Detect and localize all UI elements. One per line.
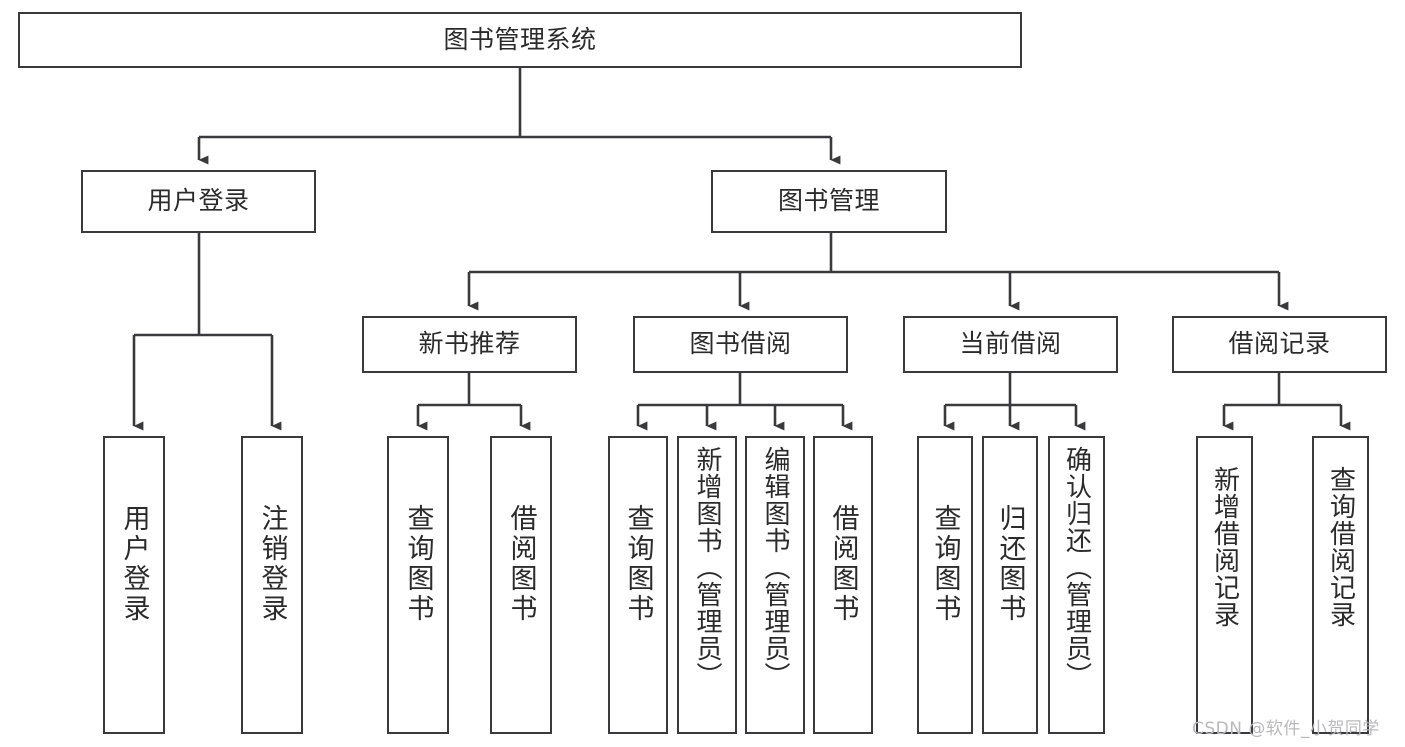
node-label: 借阅图书: [505, 504, 537, 624]
node-label: 新增借阅记录: [1209, 466, 1240, 628]
node-root-book-management-system[interactable]: 图书管理系统: [18, 12, 1022, 68]
node-book-management[interactable]: 图书管理: [711, 170, 947, 233]
node-label: 查询图书: [402, 504, 434, 624]
node-label: 用户登录: [118, 504, 150, 624]
node-borrowing-records[interactable]: 借阅记录: [1172, 316, 1387, 373]
leaf-borrow-books-newbook[interactable]: 借阅图书: [490, 436, 552, 734]
leaf-query-books-borrow[interactable]: 查询图书: [608, 436, 668, 734]
leaf-confirm-return-admin[interactable]: 确认归还（管理员）: [1048, 436, 1105, 734]
node-label: 注销登录: [256, 504, 288, 624]
watermark-text: CSDN @软件_小贺同学: [1192, 719, 1380, 739]
node-book-borrowing[interactable]: 图书借阅: [633, 316, 848, 373]
node-label: 图书借阅: [689, 329, 792, 359]
leaf-add-book-admin[interactable]: 新增图书（管理员）: [677, 436, 737, 734]
node-label: 查询图书: [622, 504, 654, 624]
node-label: 查询借阅记录: [1325, 466, 1356, 628]
node-current-borrowing[interactable]: 当前借阅: [903, 316, 1118, 373]
leaf-edit-book-admin[interactable]: 编辑图书（管理员）: [745, 436, 805, 734]
node-label: 图书管理: [777, 186, 880, 216]
leaf-query-books-current[interactable]: 查询图书: [917, 436, 973, 734]
node-label: 新增图书（管理员）: [692, 446, 722, 689]
node-label: 确认归还（管理员）: [1061, 446, 1092, 689]
node-label: 借阅图书: [827, 504, 859, 624]
leaf-user-login[interactable]: 用户登录: [103, 436, 165, 734]
node-label: 新书推荐: [418, 329, 521, 359]
leaf-query-books-newbook[interactable]: 查询图书: [387, 436, 449, 734]
leaf-add-borrow-record[interactable]: 新增借阅记录: [1196, 436, 1253, 734]
node-label: 图书管理系统: [443, 24, 597, 54]
leaf-borrow-books[interactable]: 借阅图书: [813, 436, 873, 734]
node-label: 编辑图书（管理员）: [760, 446, 790, 689]
node-new-book-recommendation[interactable]: 新书推荐: [362, 316, 577, 373]
leaf-logout[interactable]: 注销登录: [241, 436, 303, 734]
node-label: 借阅记录: [1228, 329, 1331, 359]
node-user-login[interactable]: 用户登录: [81, 170, 316, 233]
leaf-return-books[interactable]: 归还图书: [982, 436, 1038, 734]
node-label: 归还图书: [994, 504, 1026, 624]
node-label: 当前借阅: [959, 329, 1062, 359]
leaf-query-borrow-record[interactable]: 查询借阅记录: [1312, 436, 1369, 734]
node-label: 查询图书: [929, 504, 961, 624]
node-label: 用户登录: [147, 186, 250, 216]
